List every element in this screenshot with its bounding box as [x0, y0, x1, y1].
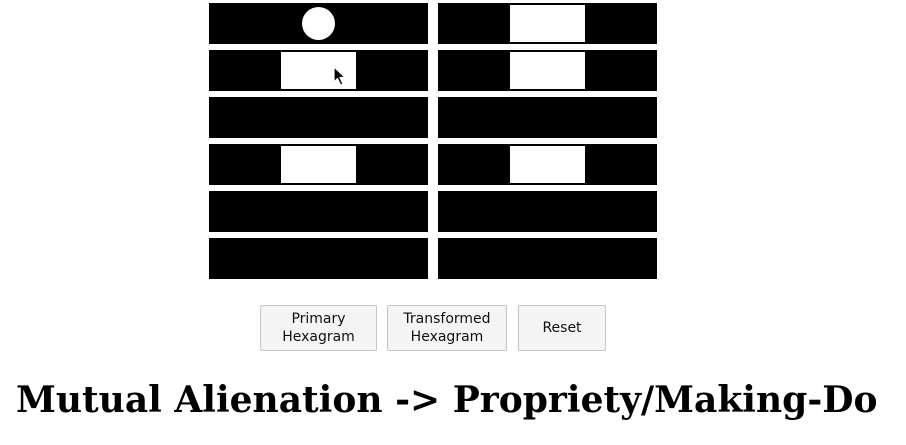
primary-line-1-solid[interactable] — [209, 3, 428, 44]
transformed-line-3-solid[interactable] — [438, 97, 657, 138]
line-gap — [510, 52, 585, 89]
reset-button-label: Reset — [542, 320, 582, 336]
line-gap — [281, 52, 356, 89]
primary-line-4-broken[interactable] — [209, 144, 428, 185]
primary-line-3-solid[interactable] — [209, 97, 428, 138]
transformed-hexagram — [438, 3, 657, 279]
changing-line-circle-icon — [302, 7, 335, 40]
primary-line-5-solid[interactable] — [209, 191, 428, 232]
transformed-line-5-solid[interactable] — [438, 191, 657, 232]
reading-title: Mutual Alienation -> Propriety/Making-Do — [16, 379, 878, 421]
transformed-line-2-broken[interactable] — [438, 50, 657, 91]
transformed-line-1-broken[interactable] — [438, 3, 657, 44]
transformed-line-6-solid[interactable] — [438, 238, 657, 279]
line-gap — [281, 146, 356, 183]
line-gap — [510, 146, 585, 183]
primary-line-6-solid[interactable] — [209, 238, 428, 279]
primary-line-2-broken[interactable] — [209, 50, 428, 91]
mouse-cursor-icon — [333, 66, 346, 86]
transformed-line-4-broken[interactable] — [438, 144, 657, 185]
line-gap — [510, 5, 585, 42]
primary-hexagram — [209, 3, 428, 279]
reset-button[interactable]: Reset — [518, 305, 606, 351]
